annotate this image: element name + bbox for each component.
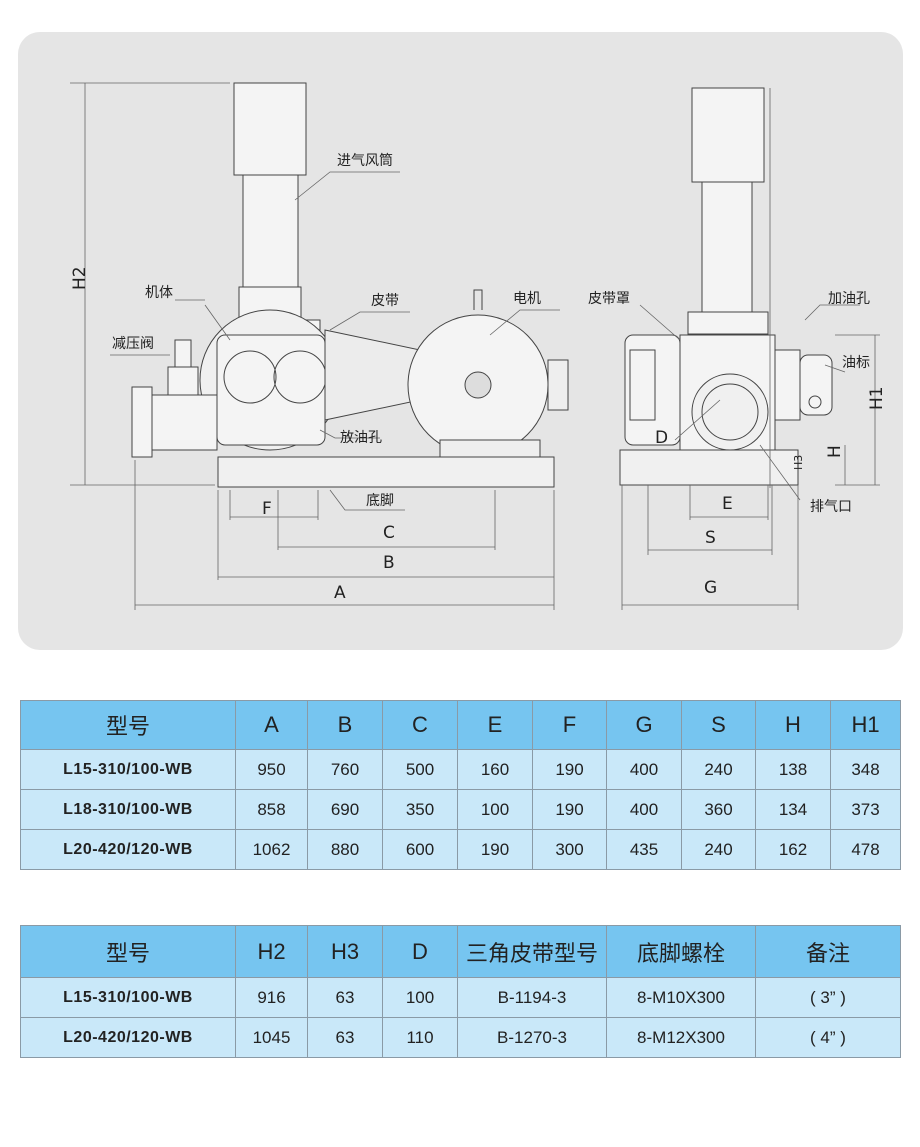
value-cell: 916	[235, 977, 308, 1018]
value-cell: 240	[681, 829, 756, 870]
value-cell: 350	[382, 789, 458, 830]
model-cell: L20-420/120-WB	[20, 829, 236, 870]
column-header: B	[307, 700, 383, 750]
value-cell: 100	[457, 789, 533, 830]
dim-H2: H2	[70, 266, 90, 290]
value-cell: B-1194-3	[457, 977, 607, 1018]
label-belt-guard: 皮带罩	[588, 291, 630, 307]
dim-H3: H3	[792, 455, 805, 470]
value-cell: ( 4” )	[755, 1017, 901, 1058]
technical-drawing: 进气风筒 机体 皮带 电机 减压阀 放油孔 底脚 F C B A H2 皮带罩 …	[70, 82, 887, 610]
value-cell: 160	[457, 749, 533, 790]
dim-S: S	[705, 528, 716, 548]
value-cell: 63	[307, 977, 383, 1018]
value-cell: 435	[606, 829, 682, 870]
end-view	[619, 87, 880, 610]
value-cell: 8-M12X300	[606, 1017, 756, 1058]
model-cell: L15-310/100-WB	[20, 749, 236, 790]
value-cell: 760	[307, 749, 383, 790]
column-header: 型号	[20, 700, 236, 750]
value-cell: 1062	[235, 829, 308, 870]
value-cell: 110	[382, 1017, 458, 1058]
dim-F: F	[262, 499, 272, 519]
dim-H1: H1	[867, 386, 887, 410]
value-cell: 100	[382, 977, 458, 1018]
dim-E: E	[722, 494, 733, 514]
model-cell: L15-310/100-WB	[20, 977, 236, 1018]
side-view	[70, 82, 569, 610]
dim-D: D	[655, 428, 668, 448]
value-cell: 162	[755, 829, 831, 870]
value-cell: 190	[457, 829, 533, 870]
value-cell: 690	[307, 789, 383, 830]
column-header: H	[755, 700, 831, 750]
value-cell: 300	[532, 829, 607, 870]
value-cell: 8-M10X300	[606, 977, 756, 1018]
value-cell: 1045	[235, 1017, 308, 1058]
column-header: 型号	[20, 925, 236, 978]
label-drain-hole: 放油孔	[340, 430, 382, 446]
label-oil-gauge: 油标	[842, 355, 870, 371]
column-header: 底脚螺栓	[606, 925, 756, 978]
value-cell: 134	[755, 789, 831, 830]
column-header: S	[681, 700, 756, 750]
value-cell: 240	[681, 749, 756, 790]
value-cell: 138	[755, 749, 831, 790]
column-header: C	[382, 700, 458, 750]
value-cell: ( 3” )	[755, 977, 901, 1018]
value-cell: B-1270-3	[457, 1017, 607, 1058]
value-cell: 500	[382, 749, 458, 790]
value-cell: 190	[532, 789, 607, 830]
value-cell: 858	[235, 789, 308, 830]
value-cell: 950	[235, 749, 308, 790]
value-cell: 400	[606, 749, 682, 790]
label-motor: 电机	[513, 291, 541, 307]
column-header: H2	[235, 925, 308, 978]
label-intake-pipe: 进气风筒	[337, 152, 393, 169]
column-header: 三角皮带型号	[457, 925, 607, 978]
column-header: D	[382, 925, 458, 978]
dim-G: G	[704, 578, 717, 598]
column-header: E	[457, 700, 533, 750]
column-header: H1	[830, 700, 901, 750]
value-cell: 478	[830, 829, 901, 870]
label-body: 机体	[145, 285, 173, 301]
dim-B: B	[383, 553, 395, 573]
dim-H: H	[825, 445, 845, 458]
value-cell: 348	[830, 749, 901, 790]
column-header: H3	[307, 925, 383, 978]
column-header: G	[606, 700, 682, 750]
dim-C: C	[383, 523, 395, 543]
value-cell: 400	[606, 789, 682, 830]
model-cell: L18-310/100-WB	[20, 789, 236, 830]
model-cell: L20-420/120-WB	[20, 1017, 236, 1058]
label-relief-valve: 减压阀	[112, 336, 154, 352]
value-cell: 190	[532, 749, 607, 790]
value-cell: 600	[382, 829, 458, 870]
column-header: F	[532, 700, 607, 750]
label-oil-fill: 加油孔	[828, 291, 870, 307]
label-base: 底脚	[366, 493, 394, 509]
value-cell: 63	[307, 1017, 383, 1058]
value-cell: 880	[307, 829, 383, 870]
label-belt: 皮带	[371, 293, 399, 309]
column-header: 备注	[755, 925, 901, 978]
column-header: A	[235, 700, 308, 750]
value-cell: 360	[681, 789, 756, 830]
value-cell: 373	[830, 789, 901, 830]
dim-A: A	[334, 583, 346, 603]
label-outlet: 排气口	[810, 499, 852, 515]
